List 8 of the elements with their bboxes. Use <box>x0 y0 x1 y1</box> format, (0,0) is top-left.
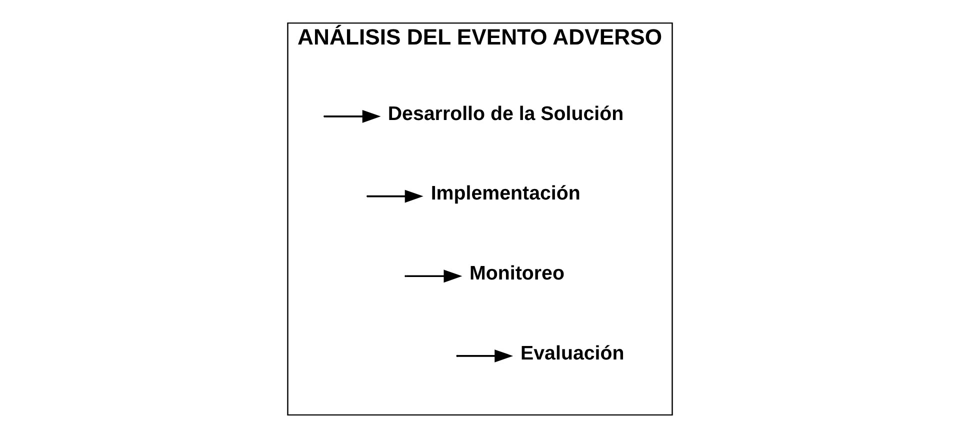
arrow <box>458 350 514 362</box>
arrow <box>325 110 381 123</box>
arrow <box>368 190 424 203</box>
node-text: Evaluación <box>520 342 624 364</box>
node-text: Desarrollo de la Solución <box>388 102 624 125</box>
node-text: Monitoreo <box>470 262 564 285</box>
arrow <box>406 270 462 283</box>
node-text: Implementación <box>430 182 580 205</box>
